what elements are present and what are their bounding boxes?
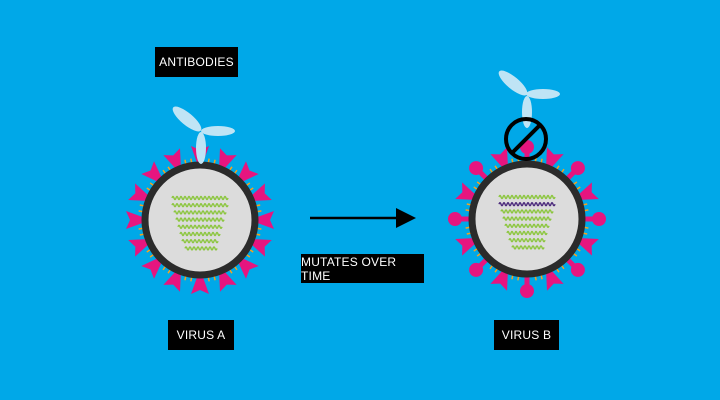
spike-knob bbox=[570, 262, 585, 277]
rna-strand bbox=[177, 224, 223, 229]
spike bbox=[191, 269, 209, 294]
rna-strand bbox=[173, 210, 227, 215]
rna-strand bbox=[171, 203, 229, 208]
rna-strand bbox=[498, 202, 556, 207]
rna-strand bbox=[511, 245, 545, 250]
virus-a-label: VIRUS A bbox=[168, 320, 234, 350]
rna-strand bbox=[500, 209, 554, 214]
mutates-over-time-label: MUTATES OVER TIME bbox=[301, 254, 424, 283]
virus-a-illustration bbox=[126, 146, 274, 294]
rna-strand bbox=[175, 217, 225, 222]
arrow-icon bbox=[310, 208, 416, 228]
rna-strand bbox=[184, 246, 218, 251]
spike bbox=[126, 211, 151, 229]
spike bbox=[249, 211, 274, 229]
rna-strand bbox=[502, 216, 552, 221]
rna-strand bbox=[171, 195, 229, 201]
rna-strand bbox=[181, 239, 219, 244]
spike-knob bbox=[448, 212, 462, 226]
antibodies-label: ANTIBODIES bbox=[155, 47, 238, 77]
rna-strand bbox=[498, 194, 556, 200]
spike-knob bbox=[469, 262, 484, 277]
virus-b-label: VIRUS B bbox=[494, 320, 559, 350]
spike-knob bbox=[520, 284, 534, 298]
spike-knob bbox=[570, 161, 585, 176]
spike-knob bbox=[592, 212, 606, 226]
rna-strand bbox=[179, 231, 221, 237]
rna-strand bbox=[508, 238, 546, 243]
virus-b-illustration bbox=[448, 140, 606, 298]
antibody-a-icon bbox=[172, 106, 235, 164]
spike-knob bbox=[469, 161, 484, 176]
rna-strand bbox=[504, 223, 550, 228]
blocked-icon bbox=[504, 117, 548, 161]
rna-strand bbox=[506, 230, 548, 236]
